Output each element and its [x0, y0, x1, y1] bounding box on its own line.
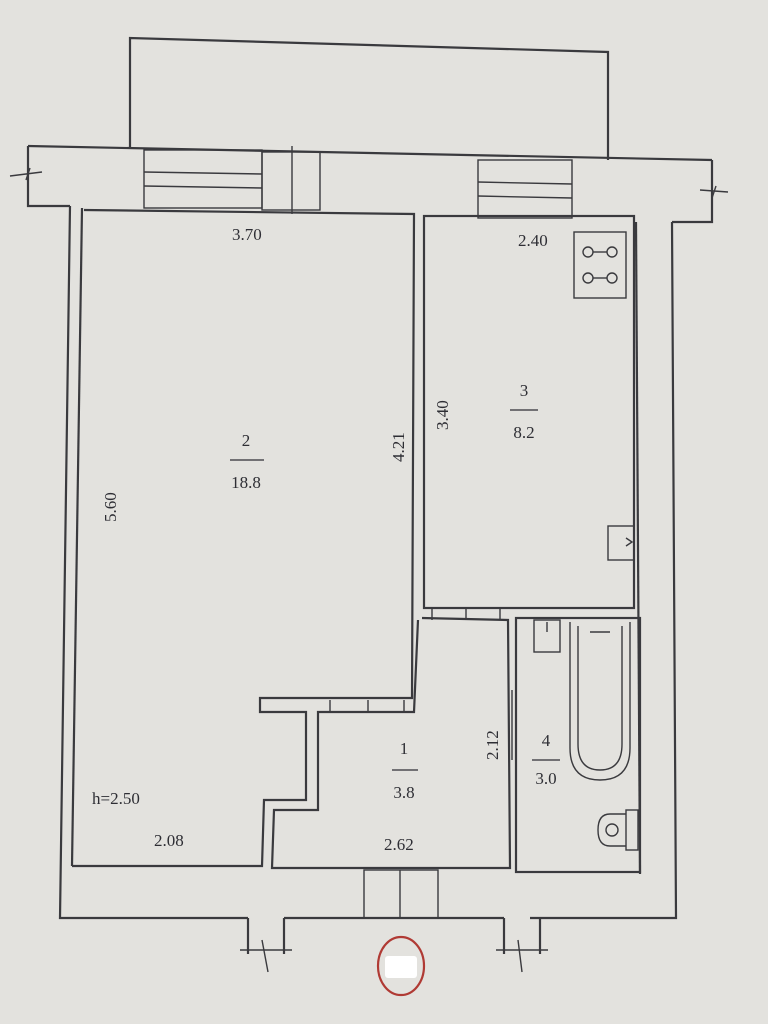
balcony-door — [261, 146, 321, 214]
room-2-number: 2 — [242, 431, 251, 450]
room-1-number: 1 — [400, 739, 409, 758]
balcony — [128, 36, 610, 160]
room-4-number: 4 — [542, 731, 551, 750]
window-room2 — [143, 149, 263, 209]
room-3-number: 3 — [520, 381, 529, 400]
dimension-hall-height: 2.12 — [483, 730, 502, 760]
entrance-door — [363, 869, 439, 919]
room-4-area: 3.0 — [535, 769, 556, 788]
dimension-room2-width: 3.70 — [232, 225, 262, 244]
room-4-label: 4 3.0 — [532, 731, 560, 788]
dimension-kitchen-height: 3.40 — [433, 400, 452, 430]
sink-icon — [607, 525, 635, 561]
window-kitchen — [477, 159, 573, 219]
bathtub-icon — [569, 622, 631, 781]
washbasin-icon — [533, 619, 561, 653]
outer-walls — [9, 144, 729, 973]
room-3-label: 3 8.2 — [510, 381, 538, 442]
stove-icon — [573, 231, 627, 299]
entrance-marker-icon — [376, 935, 426, 997]
ceiling-height-label: h=2.50 — [92, 789, 140, 808]
room-3-outline — [422, 214, 636, 610]
toilet-icon — [597, 809, 639, 851]
room-4-outline — [511, 616, 642, 874]
room-1-label: 1 3.8 — [392, 739, 418, 802]
room-2-label: 2 18.8 — [230, 431, 264, 492]
room-1-area: 3.8 — [393, 783, 414, 802]
room-2-area: 18.8 — [231, 473, 261, 492]
dimension-kitchen-width: 2.40 — [518, 231, 548, 250]
dimension-room2-bottom: 2.08 — [154, 831, 184, 850]
room-2-outline — [72, 208, 416, 868]
dimension-room2-partition: 4.21 — [389, 432, 408, 462]
room-3-area: 8.2 — [513, 423, 534, 442]
dimension-hall-width: 2.62 — [384, 835, 414, 854]
dimension-room2-height: 5.60 — [101, 492, 120, 522]
room-1-outline — [270, 608, 512, 870]
